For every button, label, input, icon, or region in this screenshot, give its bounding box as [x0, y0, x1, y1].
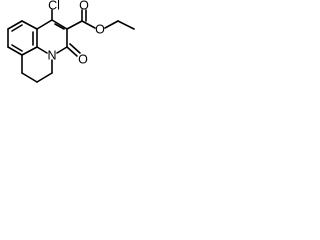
bond-ethyl-2 — [117, 20, 135, 30]
atom-label-chlorine: Cl — [48, 0, 60, 12]
bond-benzo-double-3 — [11, 44, 23, 52]
bond-ring-carbonyl-1 — [66, 46, 78, 57]
atom-label-nitrogen: N — [47, 48, 56, 62]
bond-ring-carbonyl-2 — [69, 43, 81, 54]
bond-c4-to-c3 — [51, 19, 68, 30]
bond-benzo-2 — [21, 20, 38, 30]
bond-ester-c-to-ring — [66, 20, 83, 30]
bond-sat-2 — [21, 72, 38, 83]
bond-ester-o — [81, 20, 96, 29]
bond-sat-3 — [36, 72, 53, 83]
bond-benzo-1 — [7, 20, 23, 30]
atom-label-ester-ether-oxygen: O — [95, 22, 105, 36]
bond-c4-c3-double — [54, 23, 65, 30]
molecule-diagram: Cl N O O O — [0, 0, 139, 97]
atom-label-ring-carbonyl-oxygen: O — [78, 52, 88, 66]
atom-label-ester-carbonyl-oxygen: O — [79, 0, 89, 12]
bond-benzo-5 — [7, 46, 23, 56]
bond-benzo-double-1 — [11, 24, 23, 32]
bond-c4-to-c4a — [36, 19, 53, 30]
bond-c2-to-n — [56, 46, 68, 54]
bond-n-to-ring — [36, 46, 48, 54]
bond-ethyl-1 — [104, 20, 119, 29]
structure-svg: Cl N O O O — [7, 0, 135, 83]
bond-benzo-4 — [21, 46, 38, 56]
